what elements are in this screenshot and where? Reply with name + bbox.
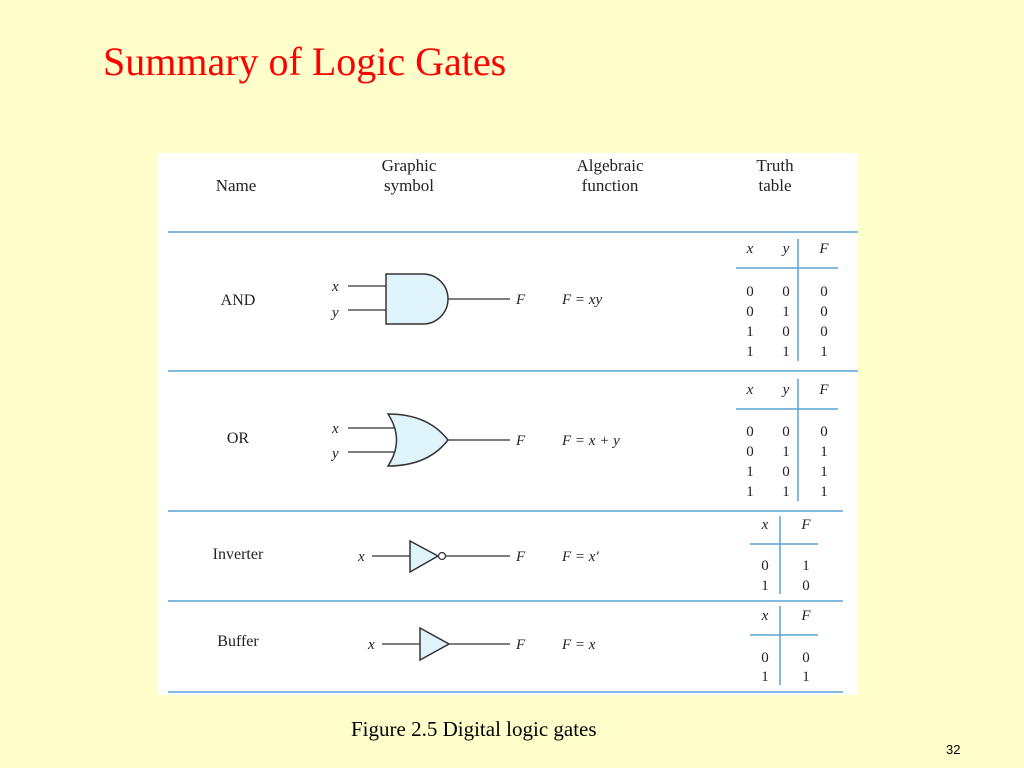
tt-cell: 0 xyxy=(820,284,828,300)
tt-cell: 1 xyxy=(820,444,828,460)
tt-cell: 0 xyxy=(746,424,754,440)
and-gate-symbol xyxy=(385,273,449,325)
header-symbol-line2: symbol xyxy=(384,176,434,195)
header-name: Name xyxy=(216,176,257,195)
buffer-tt-header-f: F xyxy=(800,608,811,624)
or-function: F = x + y xyxy=(561,433,620,449)
tt-cell: 0 xyxy=(802,578,810,594)
buffer-truth-rows: 0 0 1 1 xyxy=(761,650,810,685)
tt-cell: 1 xyxy=(782,444,790,460)
logic-gates-figure: Name Graphic symbol Algebraic function T… xyxy=(158,153,858,695)
tt-cell: 0 xyxy=(761,650,769,666)
tt-cell: 1 xyxy=(802,558,810,574)
tt-cell: 1 xyxy=(820,464,828,480)
tt-cell: 1 xyxy=(761,578,769,594)
inverter-input-x: x xyxy=(357,549,365,565)
or-tt-header-x: x xyxy=(746,382,754,398)
and-input-x: x xyxy=(331,279,339,295)
tt-cell: 0 xyxy=(746,444,754,460)
and-tt-header-f: F xyxy=(818,241,829,257)
tt-cell: 1 xyxy=(782,304,790,320)
or-gate-symbol xyxy=(386,413,449,467)
or-input-x: x xyxy=(331,421,339,437)
tt-cell: 0 xyxy=(782,424,790,440)
header-truth-line1: Truth xyxy=(756,156,794,175)
tt-cell: 0 xyxy=(761,558,769,574)
and-tt-header-x: x xyxy=(746,241,754,257)
header-symbol-line1: Graphic xyxy=(382,156,437,175)
or-name: OR xyxy=(227,430,250,447)
gates-table-svg: Name Graphic symbol Algebraic function T… xyxy=(168,156,858,693)
or-tt-header-y: y xyxy=(781,382,790,398)
inverter-name: Inverter xyxy=(213,546,264,563)
slide-title: Summary of Logic Gates xyxy=(103,39,507,84)
or-tt-header-f: F xyxy=(818,382,829,398)
and-tt-header-y: y xyxy=(781,241,790,257)
and-output-f: F xyxy=(515,292,526,308)
tt-cell: 0 xyxy=(746,284,754,300)
inverter-tt-header-f: F xyxy=(800,517,811,533)
header-function-line2: function xyxy=(582,176,639,195)
inverter-row: Inverter x F F = x′ x F 0 1 1 0 xyxy=(213,516,818,594)
figure-caption: Figure 2.5 Digital logic gates xyxy=(351,717,597,741)
inverter-gate-symbol xyxy=(409,539,440,574)
and-input-y: y xyxy=(330,305,339,321)
tt-cell: 1 xyxy=(746,324,754,340)
header-truth-line2: table xyxy=(758,176,791,195)
tt-cell: 1 xyxy=(746,464,754,480)
or-truth-rows: 0 0 0 0 1 1 1 0 1 1 1 1 xyxy=(746,424,828,500)
tt-cell: 0 xyxy=(820,424,828,440)
tt-cell: 1 xyxy=(761,669,769,685)
buffer-name: Buffer xyxy=(217,633,259,650)
tt-cell: 1 xyxy=(820,344,828,360)
tt-cell: 0 xyxy=(820,324,828,340)
tt-cell: 1 xyxy=(782,484,790,500)
tt-cell: 0 xyxy=(782,464,790,480)
tt-cell: 0 xyxy=(746,304,754,320)
buffer-output-f: F xyxy=(515,637,526,653)
buffer-row: Buffer x F F = x x F 0 0 1 1 xyxy=(217,606,818,685)
tt-cell: 0 xyxy=(820,304,828,320)
buffer-tt-header-x: x xyxy=(761,608,769,624)
inverter-function: F = x′ xyxy=(561,549,599,565)
buffer-input-x: x xyxy=(367,637,375,653)
tt-cell: 1 xyxy=(802,669,810,685)
tt-cell: 0 xyxy=(802,650,810,666)
or-row: OR x y F F = x + y x y F 0 0 0 0 1 1 1 0 xyxy=(227,379,838,501)
header-function-line1: Algebraic xyxy=(576,156,643,175)
inverter-bubble xyxy=(437,551,447,561)
inverter-truth-rows: 0 1 1 0 xyxy=(761,558,810,594)
tt-cell: 0 xyxy=(782,324,790,340)
tt-cell: 1 xyxy=(746,344,754,360)
page-number: 32 xyxy=(946,742,961,757)
inverter-tt-header-x: x xyxy=(761,517,769,533)
and-row: AND x y F F = xy x y F 0 0 0 0 1 0 1 0 xyxy=(221,239,838,361)
or-output-f: F xyxy=(515,433,526,449)
tt-cell: 1 xyxy=(820,484,828,500)
inverter-output-f: F xyxy=(515,549,526,565)
and-truth-rows: 0 0 0 0 1 0 1 0 0 1 1 1 xyxy=(746,284,828,360)
and-name: AND xyxy=(221,292,256,309)
and-function: F = xy xyxy=(561,292,602,308)
buffer-gate-symbol xyxy=(419,626,451,662)
tt-cell: 1 xyxy=(746,484,754,500)
or-input-y: y xyxy=(330,446,339,462)
buffer-function: F = x xyxy=(561,637,596,653)
tt-cell: 0 xyxy=(782,284,790,300)
tt-cell: 1 xyxy=(782,344,790,360)
